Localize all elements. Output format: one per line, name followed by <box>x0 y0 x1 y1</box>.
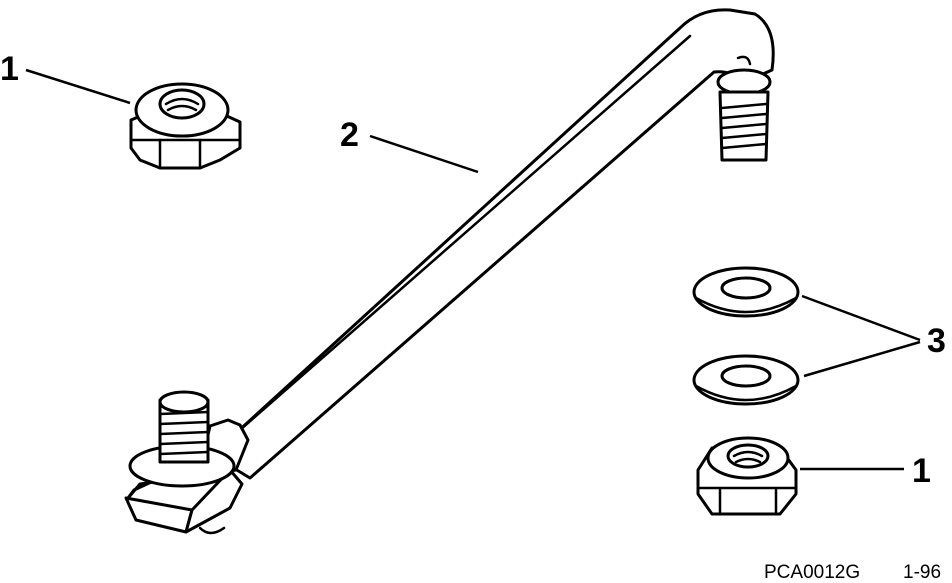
leader-1-top <box>25 68 131 105</box>
callout-3: 3 <box>927 322 946 360</box>
callout-1-top-left: 1 <box>0 50 19 88</box>
callout-1-right: 1 <box>912 452 931 490</box>
tie-rod <box>124 8 775 535</box>
page-ref: 1-96 <box>903 562 941 583</box>
figure-code: PCA0012G <box>764 562 860 583</box>
leader-3-upper <box>801 294 921 342</box>
washer-lower <box>692 354 800 406</box>
leader-2 <box>369 134 479 174</box>
leader-3-lower <box>803 340 921 378</box>
hex-nut-right <box>696 436 798 516</box>
hex-nut-top-left <box>129 82 242 170</box>
callout-2: 2 <box>340 116 359 154</box>
washer-upper <box>692 266 800 318</box>
